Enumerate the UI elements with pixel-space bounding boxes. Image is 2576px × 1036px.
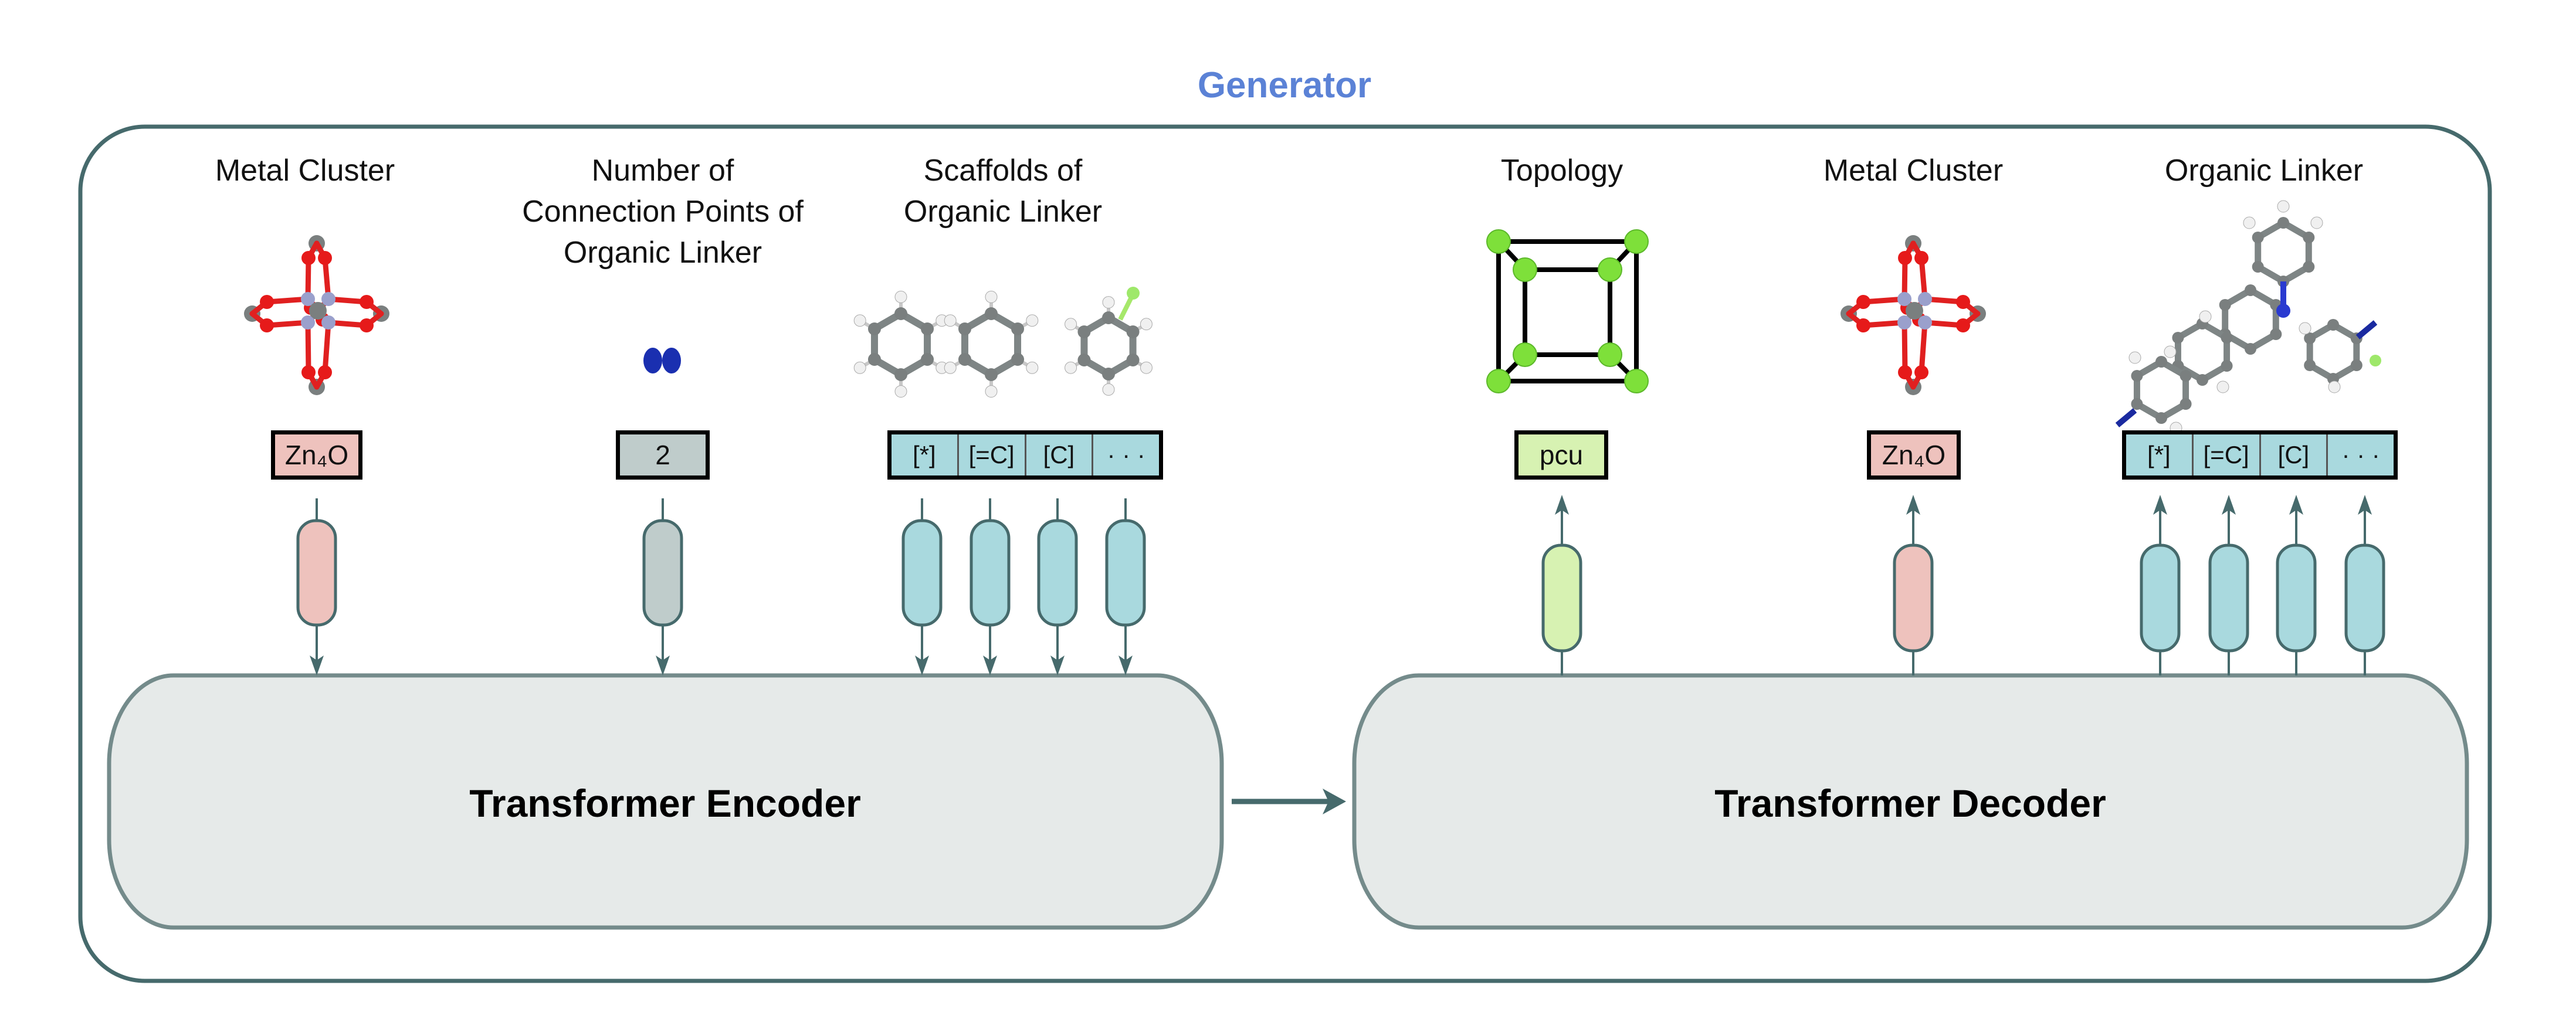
encoder-embedding: [970, 498, 1011, 675]
token-cell: [=C]: [959, 434, 1026, 475]
arrow-down-icon: [310, 655, 324, 675]
embedding-pill: [2208, 544, 2249, 653]
organic-linker-molecule-icon: [2115, 200, 2381, 434]
encoder-block: [107, 673, 1224, 930]
embedding-pill: [1893, 544, 1934, 653]
embedding-pill: [2140, 544, 2181, 653]
embedding-pill: [2344, 544, 2385, 653]
token-cell: [C]: [2261, 434, 2328, 475]
decoder-embedding: [1893, 495, 1934, 675]
generator-title: Generator: [1197, 65, 1372, 106]
zn4o-cluster-icon: [244, 235, 389, 395]
zn4o-cluster-icon: [1841, 235, 1986, 395]
token-connection-count: 2: [616, 430, 710, 480]
label-scaffolds: Scaffolds of Organic Linker: [903, 154, 1103, 229]
arrow-down-icon: [1050, 655, 1065, 675]
token-cell: · · ·: [1107, 441, 1145, 468]
arrow-up-icon: [1555, 495, 1569, 515]
token-cell: [*]: [892, 434, 959, 475]
decoder-embedding: [2344, 495, 2385, 675]
encoder-embedding: [296, 498, 337, 675]
embedding-pill: [2276, 544, 2317, 653]
arrow-up-icon: [2358, 495, 2372, 515]
decoder-label: Transformer Decoder: [1714, 782, 2106, 825]
token-cell: [=C]: [2194, 434, 2261, 475]
encoder-embedding: [642, 498, 683, 675]
label-organic-linker: Organic Linker: [2164, 154, 2364, 188]
arrow-down-icon: [915, 655, 929, 675]
label-metal-cluster-output: Metal Cluster: [1823, 154, 2004, 188]
pcu-topology-icon: [1486, 229, 1649, 393]
generator-frame: [78, 124, 2492, 983]
decoder-block: [1352, 673, 2469, 930]
token-cell: [*]: [2126, 434, 2194, 475]
token-cell: · · ·: [2341, 441, 2380, 468]
scaffold-molecule-icon: [853, 287, 1153, 398]
arrow-up-icon: [2222, 495, 2236, 515]
embedding-pill: [901, 519, 943, 627]
arrow-down-icon: [656, 655, 670, 675]
embedding-pill: [642, 519, 683, 627]
arrow-down-icon: [983, 655, 997, 675]
label-connection-points: Number of Connection Points of Organic L…: [522, 154, 804, 270]
token-metal-input: Zn₄O: [271, 430, 362, 480]
encoder-to-decoder-arrow: [1232, 789, 1346, 814]
decoder-embedding: [2140, 495, 2181, 675]
encoder-embedding: [1037, 498, 1078, 675]
token-metal-output: Zn₄O: [1867, 430, 1961, 480]
token-cell: [C]: [1026, 434, 1094, 475]
embedding-pill: [970, 519, 1011, 627]
token-sequence-linker: [*] [=C] [C] · · ·: [2122, 430, 2398, 480]
arrow-up-icon: [2153, 495, 2167, 515]
decoder-embedding: [2208, 495, 2249, 675]
embedding-pill: [1037, 519, 1078, 627]
arrow-up-icon: [2289, 495, 2303, 515]
decoder-embedding: [1541, 495, 1582, 675]
encoder-embedding: [1105, 498, 1146, 675]
arrow-down-icon: [1118, 655, 1133, 675]
decoder-embedding: [2276, 495, 2317, 675]
arrow-up-icon: [1906, 495, 1920, 515]
token-sequence-scaffold: [*] [=C] [C] · · ·: [887, 430, 1163, 480]
label-metal-cluster-input: Metal Cluster: [215, 154, 395, 188]
token-topology: pcu: [1514, 430, 1608, 480]
label-topology: Topology: [1500, 154, 1623, 188]
embedding-pill: [296, 519, 337, 627]
connection-points-icon: [643, 348, 681, 373]
encoder-label: Transformer Encoder: [469, 782, 861, 825]
embedding-pill: [1541, 544, 1582, 653]
embedding-pill: [1105, 519, 1146, 627]
encoder-embedding: [901, 498, 943, 675]
